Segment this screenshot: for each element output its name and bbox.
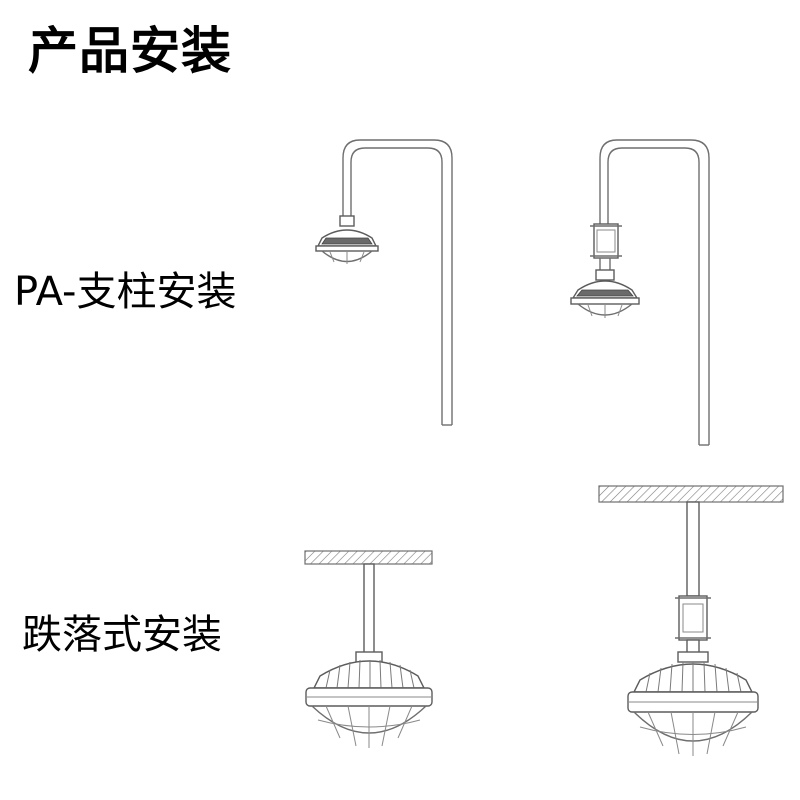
drop-rod-1 — [363, 563, 375, 657]
junction-box-2 — [675, 595, 711, 641]
drop-mount-label: 跌落式安装 — [22, 612, 222, 658]
lamp-head-medium-1 — [570, 269, 640, 318]
drop-mount-drawing-1 — [304, 550, 433, 748]
page-title: 产品安装 — [28, 22, 232, 80]
lamp-head-large-2 — [627, 651, 759, 756]
pole-mount-drawing-1 — [315, 139, 453, 426]
pole-mount-label: PA-支柱安装 — [14, 269, 237, 315]
lamp-head-large-1 — [305, 651, 433, 748]
drop-mount-drawing-2 — [598, 485, 784, 756]
ceiling-plate-1 — [304, 550, 433, 565]
ceiling-plate-2 — [598, 485, 784, 503]
pole-mount-drawing-2 — [570, 139, 710, 446]
junction-box-1 — [590, 223, 622, 270]
lamp-head-small-1 — [315, 215, 379, 264]
drop-rod-2 — [686, 501, 700, 597]
